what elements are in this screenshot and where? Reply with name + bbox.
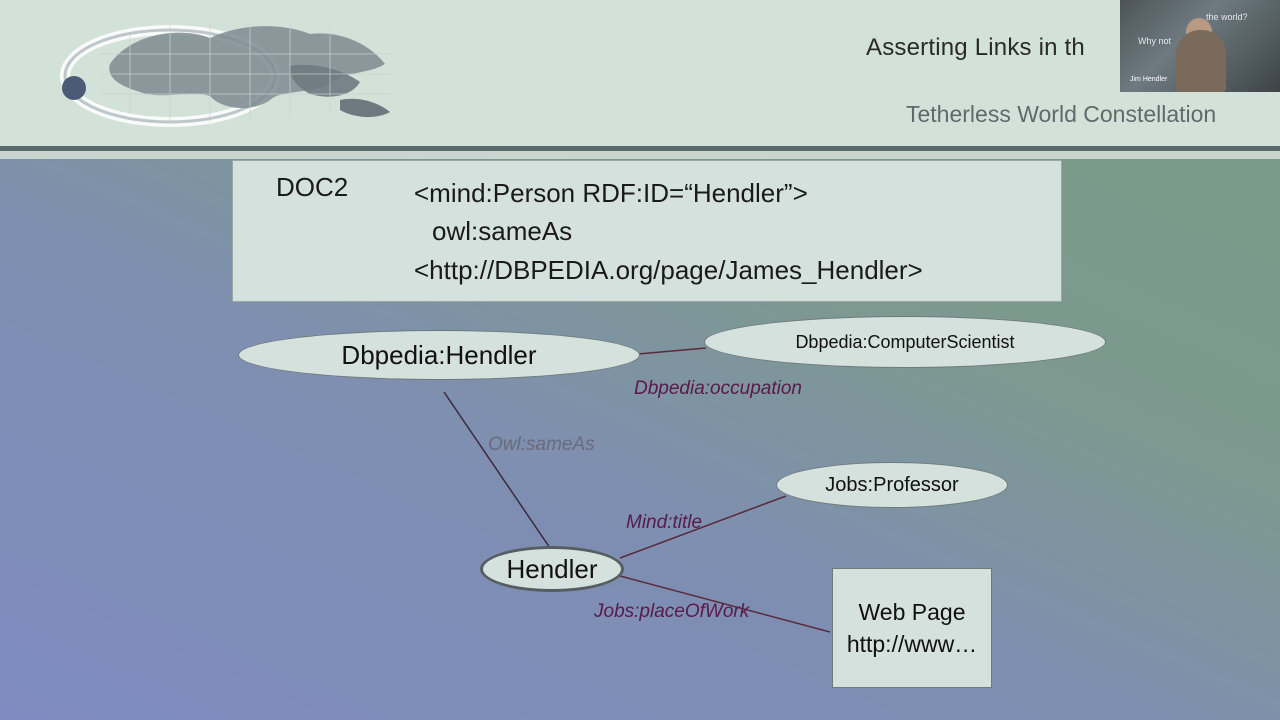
- video-caption-left: Why not: [1138, 36, 1172, 46]
- node-computer-scientist: Dbpedia:ComputerScientist: [704, 316, 1106, 368]
- doc2-code-box: [232, 160, 1062, 302]
- edge-line-sameas: [443, 391, 551, 549]
- header-divider-light: [0, 151, 1280, 159]
- video-caption-right: the world?: [1206, 12, 1248, 22]
- header-divider: [0, 146, 1280, 151]
- edge-line-occupation: [637, 347, 707, 355]
- edge-label-sameas: Owl:sameAs: [488, 434, 595, 455]
- edge-label-mind-title: Mind:title: [626, 512, 703, 533]
- edge-label-occupation: Dbpedia:occupation: [634, 378, 802, 399]
- code-line-url: <http://DBPEDIA.org/page/James_Hendler>: [414, 255, 923, 285]
- slide-title: Asserting Links in th: [866, 34, 1085, 61]
- speaker-figure: [1176, 30, 1226, 92]
- doc-label: DOC2: [276, 172, 349, 202]
- edge-line-title: [619, 495, 787, 559]
- node-dbpedia-hendler: Dbpedia:Hendler: [238, 330, 640, 380]
- web-page-url: http://www…: [846, 631, 978, 657]
- web-page-title: Web Page: [858, 599, 966, 625]
- code-line-sameas: owl:sameAs: [432, 216, 573, 246]
- speaker-name: Jim Hendler: [1130, 76, 1168, 83]
- node-hendler: Hendler: [480, 546, 624, 592]
- edge-line-placeofwork: [619, 575, 831, 633]
- node-web-page: Web Page http://www…: [832, 568, 992, 688]
- edge-label-place-of-work: Jobs:placeOfWork: [594, 601, 750, 622]
- speaker-video-thumbnail[interactable]: Why not the world? Jim Hendler: [1120, 0, 1280, 92]
- organization-name: Tetherless World Constellation: [906, 101, 1217, 127]
- node-jobs-professor: Jobs:Professor: [776, 462, 1008, 508]
- code-line-person: <mind:Person RDF:ID=“Hendler”>: [414, 178, 808, 208]
- world-map-logo-icon: [60, 22, 390, 127]
